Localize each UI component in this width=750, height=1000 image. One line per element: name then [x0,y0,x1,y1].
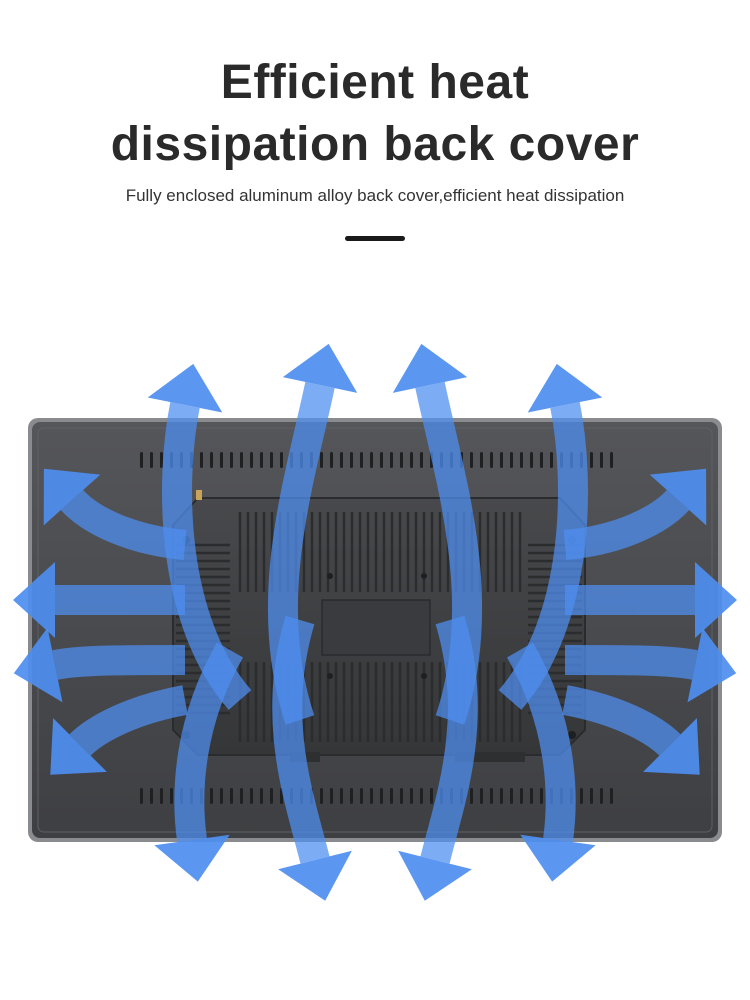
vent-slot [150,452,153,468]
vent-slot [410,788,413,804]
vent-slot [380,452,383,468]
vent-slot [360,788,363,804]
vent-slot [240,788,243,804]
title-line-1: Efficient heat [220,56,530,109]
vent-slot [590,788,593,804]
vent-slot [510,788,513,804]
vent-slot [200,452,203,468]
vent-slot [600,452,603,468]
airflow-arrow-icon [13,562,186,638]
vent-slot [210,452,213,468]
airflow-arrow-icon [272,615,352,901]
vent-slot [420,788,423,804]
vent-slot [250,452,253,468]
vent-slot [340,788,343,804]
vent-slot [550,452,553,468]
title-line-2: dissipation back cover [110,118,640,171]
airflow-arrow-icon [562,685,700,775]
vent-slot [480,788,483,804]
vent-slot [470,788,473,804]
vent-slot [510,452,513,468]
antenna-connector [196,490,202,500]
io-port-right [455,752,525,762]
vent-slot [230,788,233,804]
vent-slot [520,452,523,468]
vent-slot [400,788,403,804]
vent-slot [470,452,473,468]
page-title: Efficient heat dissipation back cover [0,52,750,176]
vent-slot [610,788,613,804]
vent-slot [530,788,533,804]
vent-slot [230,452,233,468]
vent-slot [390,452,393,468]
vent-slot [590,452,593,468]
vent-slot [350,452,353,468]
vent-slot [370,452,373,468]
airflow-arrow-icon [43,468,187,560]
vent-slot [330,452,333,468]
vent-slot [140,452,143,468]
vent-slot [410,452,413,468]
vent-slot [380,788,383,804]
heatsink-center-plate [321,599,431,656]
vent-slot [370,788,373,804]
vent-slot [280,452,283,468]
airflow-arrows [13,343,737,901]
vent-slot [490,452,493,468]
vent-slot [260,452,263,468]
vent-slot [210,788,213,804]
vent-slot [270,452,273,468]
vent-slot [540,452,543,468]
page-subtitle: Fully enclosed aluminum alloy back cover… [125,186,625,205]
vent-slot [580,788,583,804]
vent-slot [610,452,613,468]
vent-slot [160,788,163,804]
airflow-arrow-icon [563,468,707,560]
airflow-arrow-icon [154,642,244,882]
vent-slot [340,452,343,468]
heatsink-module [172,490,586,762]
vent-slot [500,452,503,468]
airflow-arrow-icon [564,562,737,638]
vent-slot [350,788,353,804]
vent-slot [430,788,433,804]
vent-slot [320,452,323,468]
vent-slot [400,452,403,468]
vent-slot [540,788,543,804]
vent-slot [260,788,263,804]
vent-slot [500,788,503,804]
vent-slot [420,452,423,468]
title-divider [345,236,405,241]
vent-slot [390,788,393,804]
vent-slot [480,452,483,468]
vent-slot [220,788,223,804]
airflow-arrow-icon [564,627,737,703]
vent-slot [360,452,363,468]
vent-slot [170,788,173,804]
airflow-arrow-icon [50,685,188,775]
vent-slot [520,788,523,804]
vent-slot [250,788,253,804]
airflow-arrow-icon [398,615,478,901]
airflow-arrow-icon [13,627,186,703]
vent-slot [150,788,153,804]
back-cover-illustration [13,343,737,901]
vent-slot [240,452,243,468]
vent-slot [320,788,323,804]
airflow-arrow-icon [506,642,596,882]
vent-slot [530,452,533,468]
vent-slot [140,788,143,804]
vent-slot [270,788,273,804]
vent-slot [220,452,223,468]
vent-slot [330,788,333,804]
vent-slot [600,788,603,804]
vent-slot [160,452,163,468]
vent-slot [490,788,493,804]
